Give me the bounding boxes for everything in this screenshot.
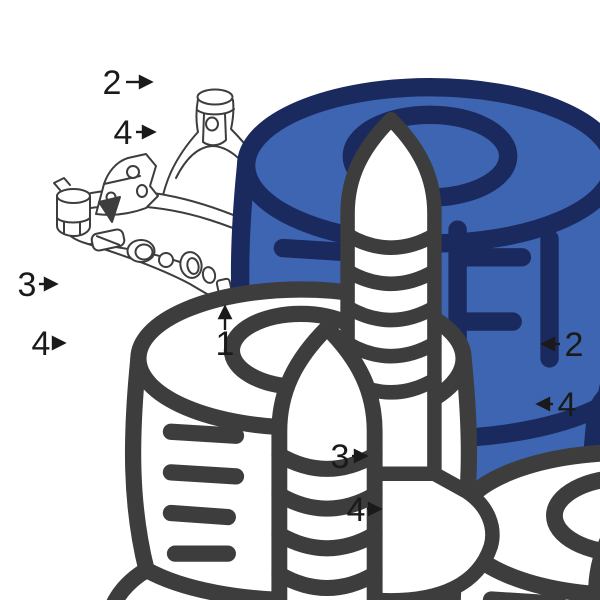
- callout-arrow-insulator-left: [39, 276, 59, 292]
- callout-arrow-crossmember: [217, 304, 233, 330]
- crossmember-left-mount: [53, 177, 91, 237]
- callout-arrow-bolt-left: [51, 335, 67, 351]
- callout-arrow-bushing-right: [540, 336, 560, 352]
- callout-arrow-bolt-top: [136, 124, 157, 140]
- callout-label-bushing-top[interactable]: 2: [103, 64, 122, 102]
- callout-label-bushing-right[interactable]: 2: [565, 326, 584, 364]
- callout-label-insulator-bottom[interactable]: 3: [331, 438, 350, 476]
- callout-label-insulator-left[interactable]: 3: [18, 266, 37, 304]
- callout-label-crossmember[interactable]: 1: [216, 325, 235, 363]
- callout-label-bolt-left[interactable]: 4: [32, 325, 51, 363]
- callout-arrow-insulator-bottom: [352, 448, 369, 464]
- callout-arrows: [39, 74, 560, 517]
- callout-arrow-bolt-right: [535, 396, 553, 412]
- callout-arrow-bushing-top: [126, 74, 154, 90]
- crossmember-left-bracket: [95, 153, 159, 223]
- callout-labels: 2 4 3 4 1 2 4 3 4: [18, 64, 584, 529]
- callout-arrow-bolt-bottom: [367, 501, 383, 517]
- callout-label-bolt-bottom[interactable]: 4: [347, 491, 366, 529]
- callout-label-bolt-top[interactable]: 4: [114, 114, 133, 152]
- callout-label-bolt-right[interactable]: 4: [558, 386, 577, 424]
